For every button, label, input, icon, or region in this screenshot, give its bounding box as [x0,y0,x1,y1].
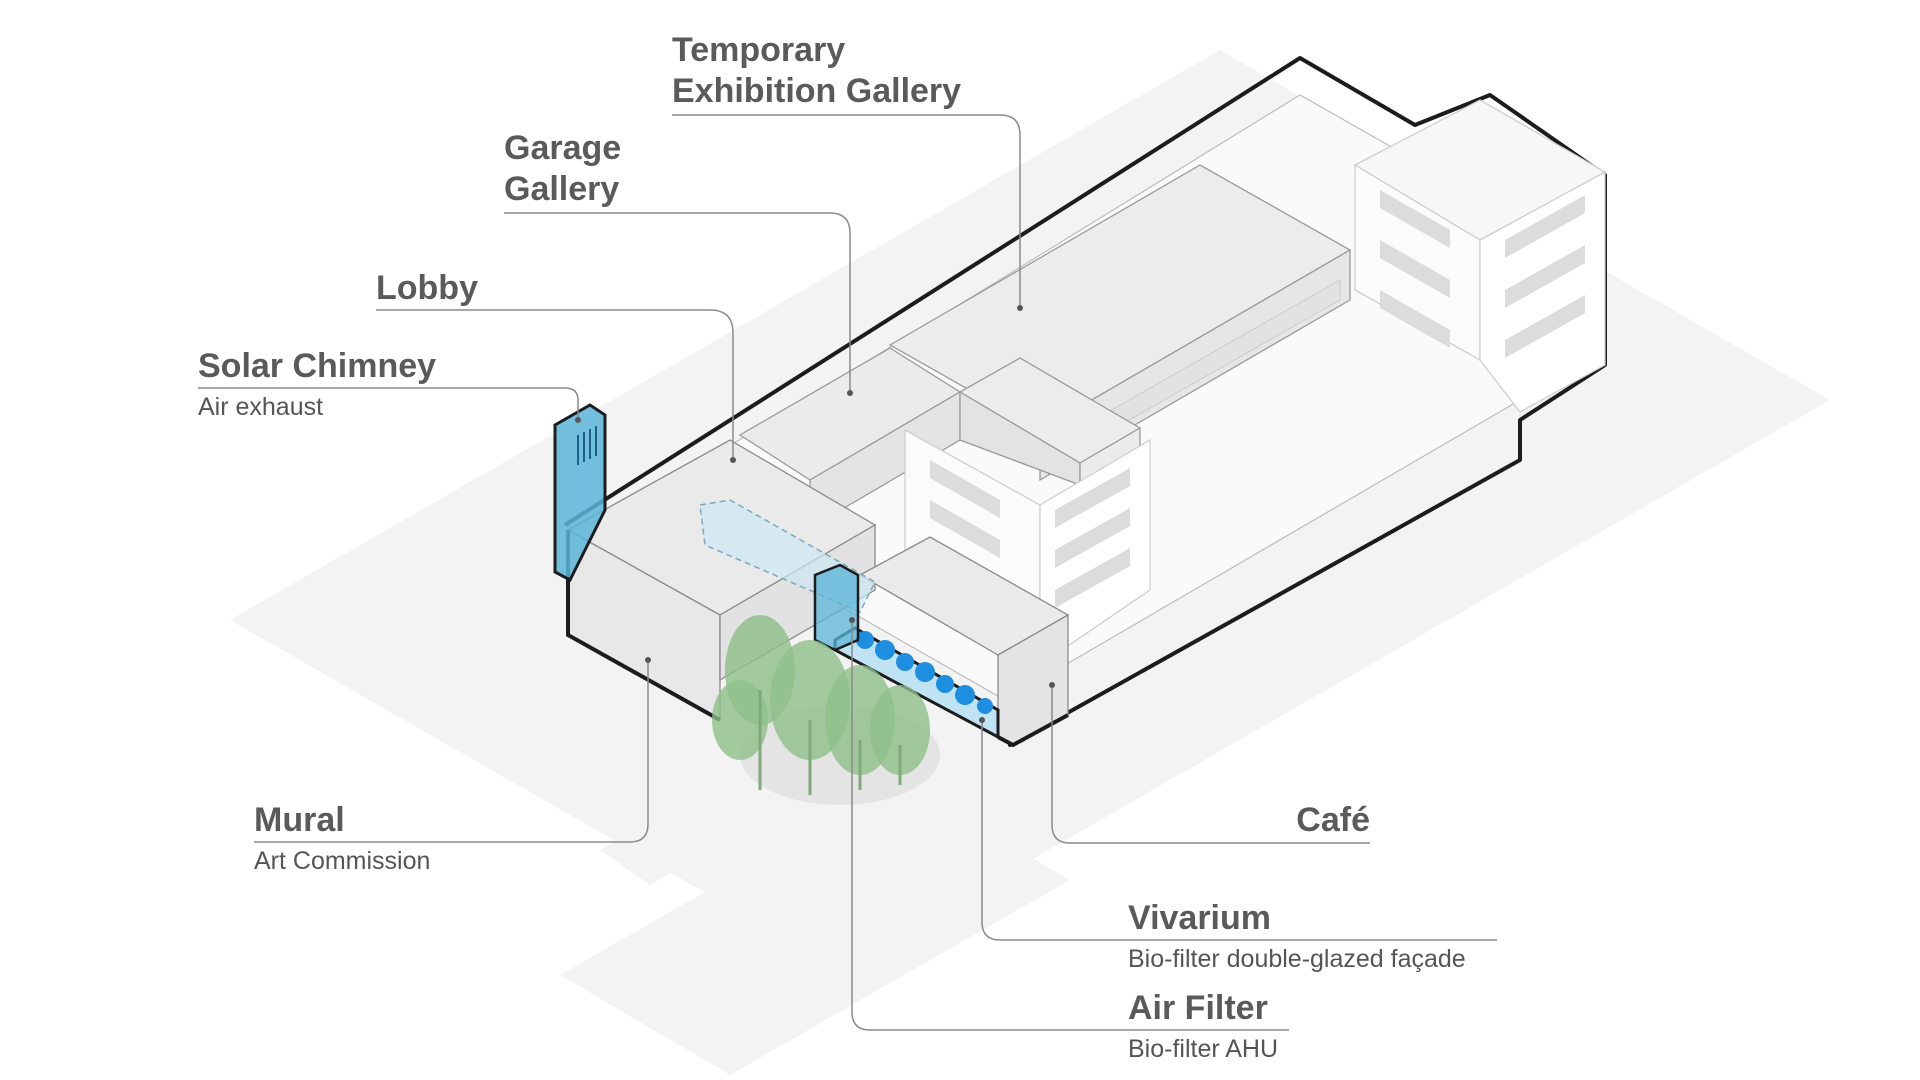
air-filter-unit [813,563,860,652]
leader-lines [198,114,1497,1031]
label-cafe: Café [1200,800,1370,841]
garage-gallery-line1: Garage [504,129,622,167]
mid-volume [958,357,1142,487]
cafe-outline [997,713,1069,748]
label-garage-gallery: Garage Gallery [504,128,621,210]
leader-dots [575,305,1055,723]
label-solar-chimney: Solar Chimney Air exhaust [198,346,436,423]
label-vivarium: Vivarium Bio-filter double-glazed façade [1128,898,1466,975]
air-filter-sub: Bio-filter AHU [1128,1035,1279,1063]
courtyard-trees [712,615,930,775]
solar-chimney-title: Solar Chimney [198,347,437,385]
tree-trunks [758,690,902,795]
rear-tower-windows [1380,190,1585,358]
mural-sub: Art Commission [254,847,431,875]
temporary-gallery-line1: Temporary [672,31,846,69]
cafe-volume [858,536,1070,746]
air-filter-title: Air Filter [1128,989,1268,1027]
solar-chimney [553,403,607,583]
cafe-title: Café [1296,801,1370,839]
label-air-filter: Air Filter Bio-filter AHU [1128,988,1278,1065]
vivarium-plants [856,631,993,714]
vivarium-title: Vivarium [1128,899,1272,937]
solar-chimney-sub: Air exhaust [198,393,324,421]
lobby-title: Lobby [376,269,478,307]
label-mural: Mural Art Commission [254,800,430,877]
vivarium-sub: Bio-filter double-glazed façade [1128,945,1466,973]
solar-chimney-vents [577,426,597,465]
garage-gallery-line2: Gallery [504,170,620,208]
label-temporary-gallery: Temporary Exhibition Gallery [672,30,961,112]
mural-title: Mural [254,801,345,839]
label-lobby: Lobby [376,268,478,309]
temporary-gallery-line2: Exhibition Gallery [672,72,962,110]
